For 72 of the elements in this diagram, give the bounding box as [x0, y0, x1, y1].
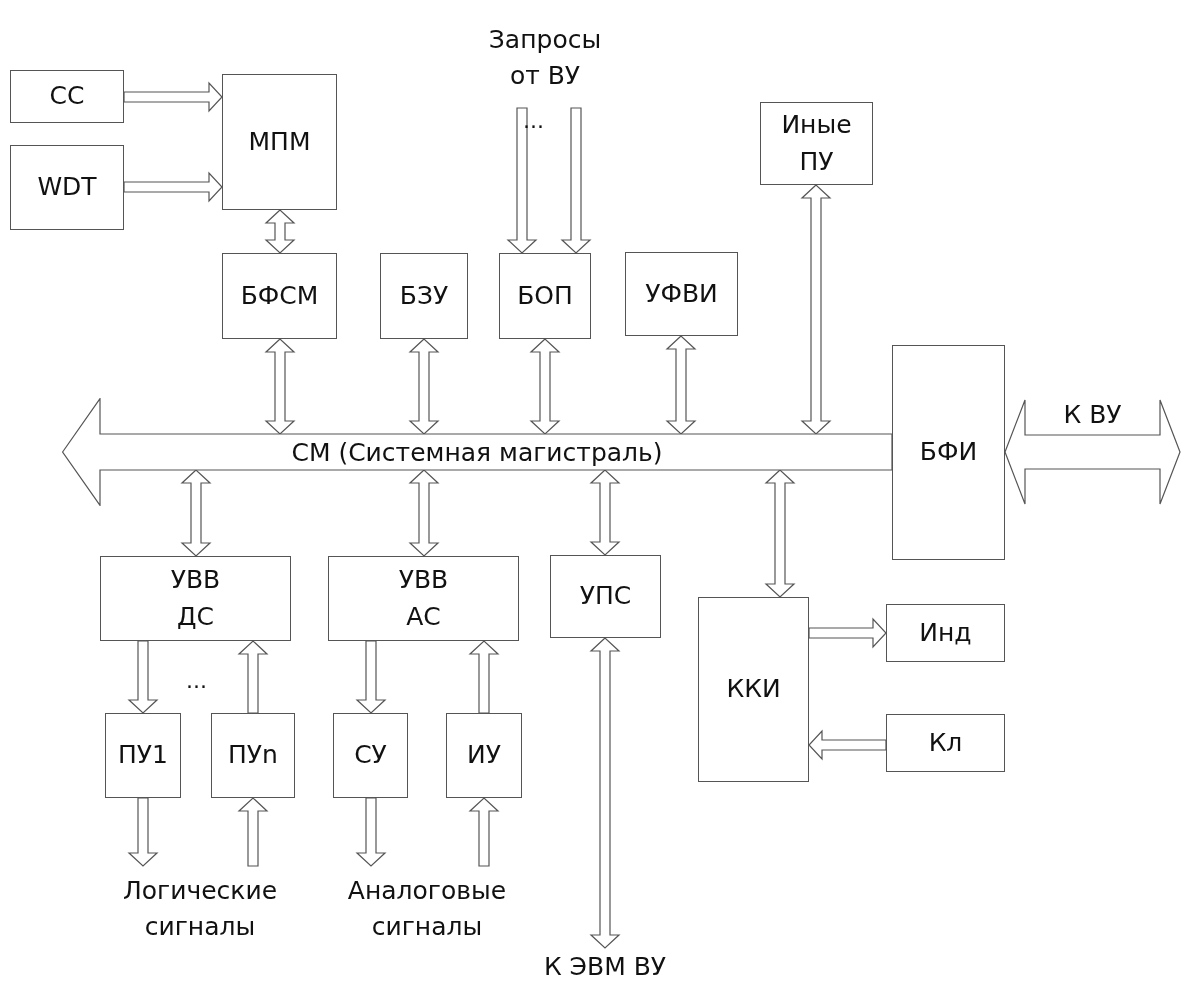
block-box	[892, 345, 1005, 560]
block-arrow	[127, 640, 159, 714]
block-label: УВВ АС	[398, 564, 449, 633]
block-label: ККИ	[726, 673, 781, 706]
block-label: WDT	[37, 171, 97, 204]
block-label: МПМ	[248, 125, 311, 158]
block-label: ПУ1	[118, 739, 168, 772]
block-label: СС	[49, 80, 85, 113]
block-box	[328, 556, 519, 641]
block-arrow	[468, 640, 500, 714]
block-label: БЗУ	[399, 279, 449, 312]
block-box	[886, 604, 1005, 662]
block-arrow	[1004, 399, 1181, 505]
block-arrow	[560, 107, 592, 254]
block-box	[625, 252, 738, 336]
block-box	[10, 145, 124, 230]
block-label: ИУ	[467, 739, 501, 772]
block-label: Инд	[919, 616, 972, 649]
block-arrow	[589, 637, 621, 949]
block-box	[886, 714, 1005, 772]
block-box	[698, 597, 809, 782]
block-arrow	[529, 338, 561, 435]
block-box	[10, 70, 124, 123]
block-arrow	[665, 335, 697, 435]
signal-label: К ЭВМ ВУ	[543, 950, 667, 983]
block-label: УПС	[579, 580, 632, 613]
block-arrow	[123, 171, 223, 203]
block-box	[446, 713, 522, 798]
block-arrow	[808, 617, 887, 649]
block-arrow	[180, 469, 212, 557]
block-arrow	[264, 209, 296, 254]
block-label: БФСМ	[240, 279, 319, 312]
block-label: БОП	[517, 279, 573, 312]
block-box	[222, 253, 337, 339]
block-label: УФВИ	[645, 277, 718, 310]
block-arrow	[355, 797, 387, 867]
block-arrow	[123, 81, 223, 113]
block-arrow	[764, 469, 796, 598]
block-label: Кл	[928, 726, 963, 759]
block-label: БФИ	[919, 436, 978, 469]
block-box	[550, 555, 661, 638]
block-arrow	[355, 640, 387, 714]
block-box	[222, 74, 337, 210]
block-box	[760, 102, 873, 185]
signal-label: Логические сигналы	[122, 874, 278, 943]
block-arrow	[408, 469, 440, 557]
block-arrow	[589, 469, 621, 556]
block-arrow	[127, 797, 159, 867]
block-arrow	[237, 640, 269, 714]
block-box	[211, 713, 295, 798]
ellipsis-label: ...	[523, 108, 544, 133]
ellipsis-label: ...	[186, 668, 207, 693]
block-box	[333, 713, 408, 798]
block-label: Иные ПУ	[781, 109, 852, 178]
block-label: СУ	[354, 739, 387, 772]
block-arrow	[468, 797, 500, 867]
block-arrow	[808, 729, 887, 761]
bus-label: СМ (Системная магистраль)	[290, 436, 664, 469]
block-arrow	[264, 338, 296, 435]
signal-label: Аналоговые сигналы	[347, 874, 507, 943]
block-arrow	[237, 797, 269, 867]
block-box	[380, 253, 468, 339]
block-label: ПУn	[228, 739, 278, 772]
block-box	[100, 556, 291, 641]
block-box	[105, 713, 181, 798]
block-box	[499, 253, 591, 339]
bus-arrow	[62, 398, 892, 506]
block-arrow	[408, 338, 440, 435]
block-label: УВВ ДС	[170, 564, 221, 633]
signal-label: Запросы от ВУ	[487, 23, 603, 92]
block-arrow	[800, 184, 832, 435]
block-arrow	[506, 107, 538, 254]
